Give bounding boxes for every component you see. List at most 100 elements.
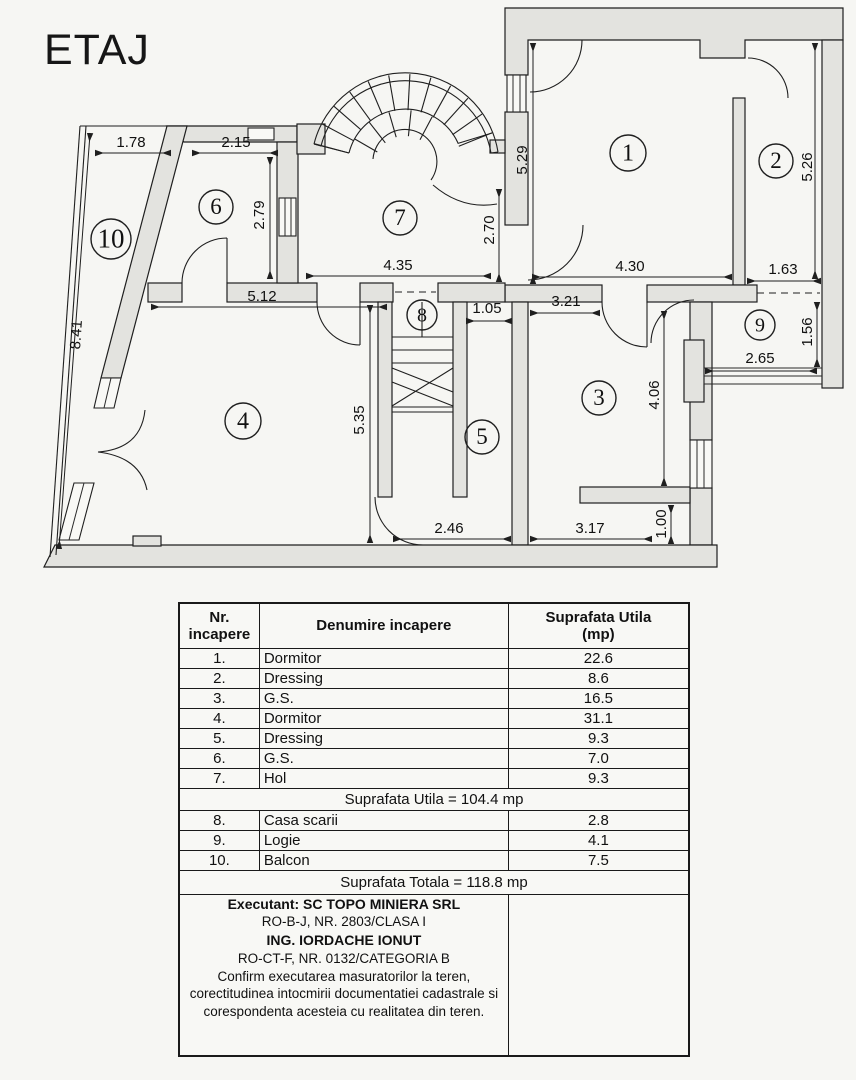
- cell-area: 2.8: [507, 810, 690, 831]
- room-number-circle: [90, 218, 132, 260]
- cell-name: Logie: [258, 830, 509, 851]
- walls: [43, 7, 844, 568]
- dimension-label: 1.78: [116, 134, 145, 151]
- cell-nr: 3.: [178, 688, 260, 709]
- area-table: Nr.incapere Denumire incapere Suprafata …: [178, 602, 690, 1057]
- room-number-circle: [406, 299, 438, 331]
- room-number: 8: [417, 304, 427, 326]
- cell-name: Dressing: [258, 668, 509, 689]
- subtotal-label: Suprafata Utila = 104.4 mp: [178, 788, 690, 811]
- table-row: 3.G.S.16.5: [178, 688, 690, 709]
- cell-name: Dressing: [258, 728, 509, 749]
- cell-name: Dormitor: [258, 648, 509, 669]
- cell-nr: 7.: [178, 768, 260, 789]
- cell-nr: 1.: [178, 648, 260, 669]
- room-number-circle: [581, 380, 617, 416]
- room-number: 10: [98, 223, 125, 253]
- executant-line: Confirm executarea masuratorilor la tere…: [217, 968, 471, 984]
- room-number: 1: [622, 141, 634, 167]
- dimension-label: 2.46: [434, 520, 463, 537]
- signature-cell: [507, 894, 690, 1057]
- room-number-circle: [758, 143, 794, 179]
- cell-nr: 4.: [178, 708, 260, 729]
- dimension-label: 4.35: [383, 257, 412, 274]
- room-number: 9: [755, 314, 765, 336]
- cell-nr: 2.: [178, 668, 260, 689]
- dimension-label: 1.63: [768, 261, 797, 278]
- room-number: 4: [237, 409, 249, 435]
- executant-block: Executant: SC TOPO MINIERA SRL RO-B-J, NR…: [178, 894, 509, 1057]
- cell-name: G.S.: [258, 748, 509, 769]
- room-number-circle: [744, 309, 776, 341]
- dimension-label: 1.56: [799, 317, 816, 346]
- executant-line: corespondenta acesteia cu realitatea din…: [203, 1004, 485, 1020]
- room-number: 3: [593, 385, 605, 410]
- executant-line: RO-B-J, NR. 2803/CLASA I: [261, 914, 427, 930]
- cell-area: 16.5: [507, 688, 690, 709]
- wall-vent-notch: [247, 127, 275, 141]
- dimension-label: 2.65: [745, 350, 774, 367]
- dimension-lines: [55, 43, 821, 550]
- dimension-label: 3.21: [551, 293, 580, 310]
- cell-name: Balcon: [258, 850, 509, 871]
- cell-name: G.S.: [258, 688, 509, 709]
- room-number-circle: [464, 419, 500, 455]
- cell-nr: 6.: [178, 748, 260, 769]
- total-row: Suprafata Totala = 118.8 mp: [178, 870, 690, 895]
- dimension-label: 1.00: [653, 509, 670, 538]
- table-row: 6.G.S.7.0: [178, 748, 690, 769]
- room-number-circle: [198, 189, 234, 225]
- header-area: Suprafata Utila(mp): [507, 602, 690, 649]
- cell-area: 8.6: [507, 668, 690, 689]
- cell-name: Casa scarii: [258, 810, 509, 831]
- room-number: 5: [476, 424, 488, 449]
- room-number-circle: [224, 402, 262, 440]
- dimension-label: 4.06: [646, 380, 663, 409]
- executant-line: ING. IORDACHE IONUT: [266, 932, 422, 949]
- subtotal-row: Suprafata Utila = 104.4 mp: [178, 788, 690, 811]
- dimension-label: 5.29: [514, 145, 531, 174]
- dimension-label: 8.41: [67, 320, 86, 350]
- cell-nr: 8.: [178, 810, 260, 831]
- dimension-label: 5.26: [799, 152, 816, 181]
- executant-row: Executant: SC TOPO MINIERA SRL RO-B-J, NR…: [178, 894, 690, 1057]
- dimension-labels: 1.78 2.15 2.79 5.29 5.26 2.70 4.35 4.30 1.63 8.41…: [67, 134, 816, 539]
- straight-staircase: [391, 302, 454, 413]
- room-number: 7: [394, 205, 406, 230]
- cell-area: 9.3: [507, 728, 690, 749]
- cell-name: Dormitor: [258, 708, 509, 729]
- table-header-row: Nr.incapere Denumire incapere Suprafata …: [178, 602, 690, 649]
- header-nr: Nr.incapere: [178, 602, 260, 649]
- room-number-labels: 1 2 3 4 5 6 7 8 9 10: [90, 134, 794, 455]
- executant-line: Executant: SC TOPO MINIERA SRL: [227, 896, 461, 912]
- executant-line: corectitudinea intocmirii documentatiei …: [189, 986, 499, 1002]
- total-label: Suprafata Totala = 118.8 mp: [178, 870, 690, 895]
- dimension-label: 2.79: [251, 200, 268, 229]
- dimension-label: 2.70: [481, 215, 498, 244]
- dimension-label: 2.15: [221, 134, 250, 151]
- room-number: 2: [770, 148, 782, 173]
- dimension-label: 5.35: [351, 405, 368, 434]
- cell-nr: 9.: [178, 830, 260, 851]
- cell-nr: 5.: [178, 728, 260, 749]
- cell-name: Hol: [258, 768, 509, 789]
- room-number-circle: [609, 134, 647, 172]
- cell-area: 9.3: [507, 768, 690, 789]
- spiral-staircase: [313, 72, 499, 206]
- dimension-label: 1.05: [472, 300, 501, 317]
- cell-area: 4.1: [507, 830, 690, 851]
- cell-area: 22.6: [507, 648, 690, 669]
- cell-area: 31.1: [507, 708, 690, 729]
- dimension-label: 3.17: [575, 520, 604, 537]
- dimension-label: 5.12: [247, 288, 276, 305]
- header-name: Denumire incapere: [258, 602, 509, 649]
- area-table-wrap: Nr.incapere Denumire incapere Suprafata …: [178, 602, 690, 1057]
- room-number: 6: [210, 194, 222, 219]
- dimension-label: 4.30: [615, 258, 644, 275]
